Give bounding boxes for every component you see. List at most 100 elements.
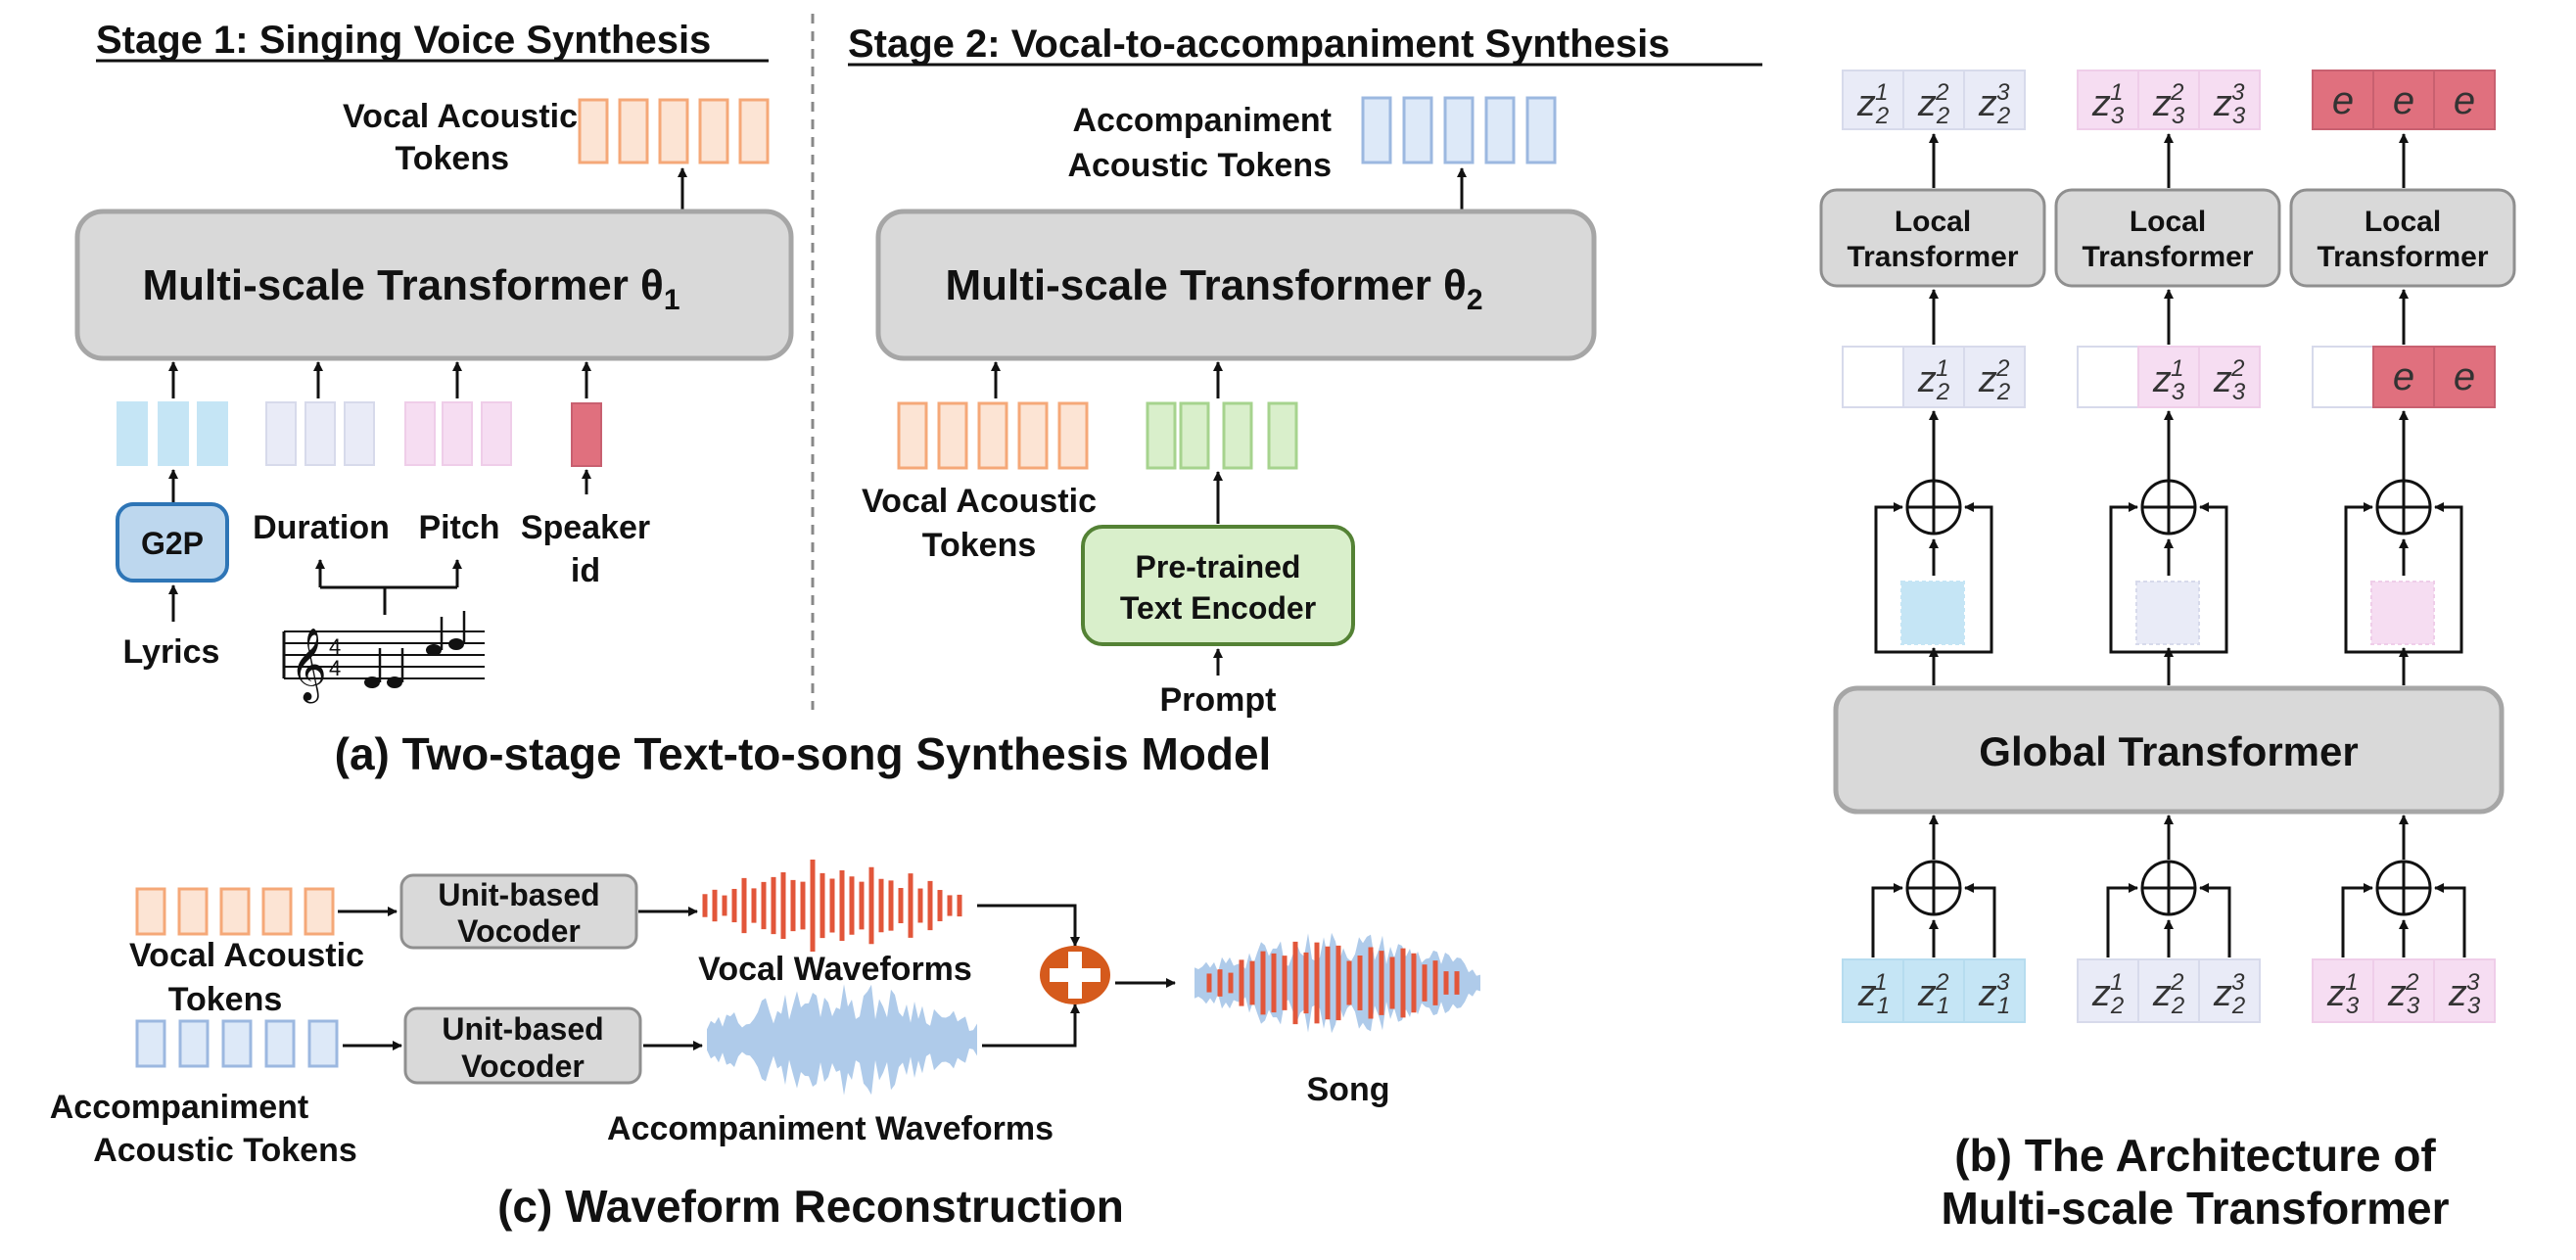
token — [658, 98, 689, 164]
local-label: Local — [2130, 206, 2206, 238]
transformer-2-subscript: 2 — [1467, 284, 1483, 316]
vocal-token-input-row — [897, 401, 1089, 470]
sum-node-upper-1 — [1874, 479, 1993, 666]
z-symbol: z — [1857, 973, 1877, 1014]
z-symbol: z — [2387, 973, 2407, 1014]
token — [2312, 70, 2374, 130]
svg-text:z33: z33 — [2448, 969, 2481, 1019]
column-1-output-tokens: z21 z22 z23 — [1842, 70, 2026, 130]
column-3-output-tokens: e e e — [2312, 70, 2496, 130]
duration-token-row — [265, 401, 375, 466]
stage1-panel: Stage 1: Singing Voice Synthesis Vocal A… — [74, 19, 794, 704]
vocal-acoustic-token-row — [578, 98, 770, 164]
global-transformer-label: Global Transformer — [1979, 728, 2358, 774]
accompaniment-tokens-label-c: Accompaniment — [50, 1089, 309, 1126]
sum-node-lower-3 — [2341, 860, 2466, 957]
e-symbol: e — [2454, 79, 2475, 122]
token — [2077, 346, 2139, 408]
vocal-token-row-c — [135, 887, 335, 936]
e-symbol: e — [2332, 79, 2354, 122]
svg-text:4: 4 — [329, 656, 341, 680]
stage2-title: Stage 2: Vocal-to-accompaniment Synthesi… — [848, 23, 1669, 66]
token — [135, 887, 166, 936]
token — [578, 98, 609, 164]
stage2-vocal-label-2: Tokens — [922, 527, 1037, 564]
z-symbol: z — [1917, 83, 1937, 124]
z-symbol: z — [2213, 359, 2232, 400]
e-symbol: e — [2393, 355, 2414, 398]
global-output-vector — [2135, 581, 2200, 645]
token — [1842, 958, 1904, 1023]
transformer-label: Transformer — [2317, 241, 2488, 273]
token — [1902, 70, 1965, 130]
mix-plus-icon — [1040, 946, 1110, 1004]
svg-text:Multi-scale Transformer θ2: Multi-scale Transformer θ2 — [945, 261, 1482, 316]
svg-text:z22: z22 — [1917, 79, 1949, 129]
vocal-tokens-label-c: Vocal Acoustic — [129, 937, 364, 974]
svg-text:z22: z22 — [2152, 969, 2184, 1019]
z-symbol: z — [2326, 973, 2346, 1014]
token — [937, 401, 968, 470]
stage1-output-label: Vocal Acoustic — [343, 98, 578, 135]
z-symbol: z — [2213, 973, 2232, 1014]
column-2-output-tokens: z31 z32 z33 — [2077, 70, 2261, 130]
vocal-vocoder-box — [399, 873, 638, 950]
z-symbol: z — [2213, 83, 2232, 124]
token — [158, 401, 189, 466]
token — [1902, 346, 1965, 408]
duration-label: Duration — [253, 509, 390, 546]
svg-text:𝄞: 𝄞 — [290, 629, 327, 704]
text-encoder-label: Pre-trained — [1136, 549, 1301, 584]
token — [135, 1019, 166, 1068]
svg-text:Multi-scale Transformer θ1: Multi-scale Transformer θ1 — [142, 261, 679, 316]
transformer-1-label: Multi-scale Transformer θ — [142, 261, 663, 309]
caption-b: (b) The Architecture of — [1954, 1130, 2436, 1181]
sum-node-upper-3 — [2344, 479, 2463, 666]
z-symbol: z — [1978, 359, 1997, 400]
token — [738, 98, 770, 164]
token — [1963, 346, 2026, 408]
music-score-icon: 𝄞 4 4 — [282, 611, 485, 704]
accompaniment-vocoder-label-2: Vocoder — [461, 1049, 585, 1084]
token — [1963, 70, 2026, 130]
z-symbol: z — [1917, 359, 1937, 400]
token — [1146, 401, 1177, 470]
svg-text:z23: z23 — [1978, 79, 2010, 129]
z-symbol: z — [2448, 973, 2467, 1014]
token — [1902, 958, 1965, 1023]
vocal-vocoder-label: Unit-based — [438, 877, 599, 912]
token — [1484, 96, 1516, 164]
token — [344, 401, 375, 466]
text-encoder-box — [1081, 525, 1355, 646]
svg-text:4: 4 — [329, 634, 341, 659]
transformer-label: Transformer — [2082, 241, 2253, 273]
z-symbol: z — [2091, 973, 2111, 1014]
e-symbol: e — [2393, 79, 2414, 122]
accompaniment-vocoder-box — [403, 1006, 642, 1085]
svg-text:z32: z32 — [2152, 79, 2185, 129]
vocal-tokens-label-c-2: Tokens — [168, 981, 283, 1018]
token — [404, 401, 436, 466]
stage1-output-label-2: Tokens — [395, 140, 509, 177]
stage2-output-label: Accompaniment — [1073, 102, 1333, 139]
column-3-local-inputs: e e — [2312, 346, 2496, 408]
column-2-local-inputs: z31 z32 — [2077, 346, 2261, 408]
column-3-input-tokens: z31 z32 z33 — [2312, 958, 2496, 1023]
stage1-title: Stage 1: Singing Voice Synthesis — [96, 19, 711, 62]
column-1-input-tokens: z11 z12 z13 — [1842, 958, 2026, 1023]
z-symbol: z — [1978, 973, 1997, 1014]
song-waveform-icon — [1194, 932, 1480, 1034]
svg-text:z21: z21 — [2091, 969, 2124, 1019]
token — [197, 401, 228, 466]
token — [304, 887, 335, 936]
caption-c: (c) Waveform Reconstruction — [497, 1181, 1124, 1232]
token — [1402, 96, 1433, 164]
svg-text:z22: z22 — [1978, 355, 2010, 405]
token — [265, 401, 297, 466]
token — [1361, 96, 1392, 164]
sum-node-lower-2 — [2106, 860, 2231, 957]
token — [2433, 958, 2496, 1023]
stage2-vocal-label: Vocal Acoustic — [862, 483, 1097, 520]
stage2-panel: Stage 2: Vocal-to-accompaniment Synthesi… — [848, 23, 1762, 719]
